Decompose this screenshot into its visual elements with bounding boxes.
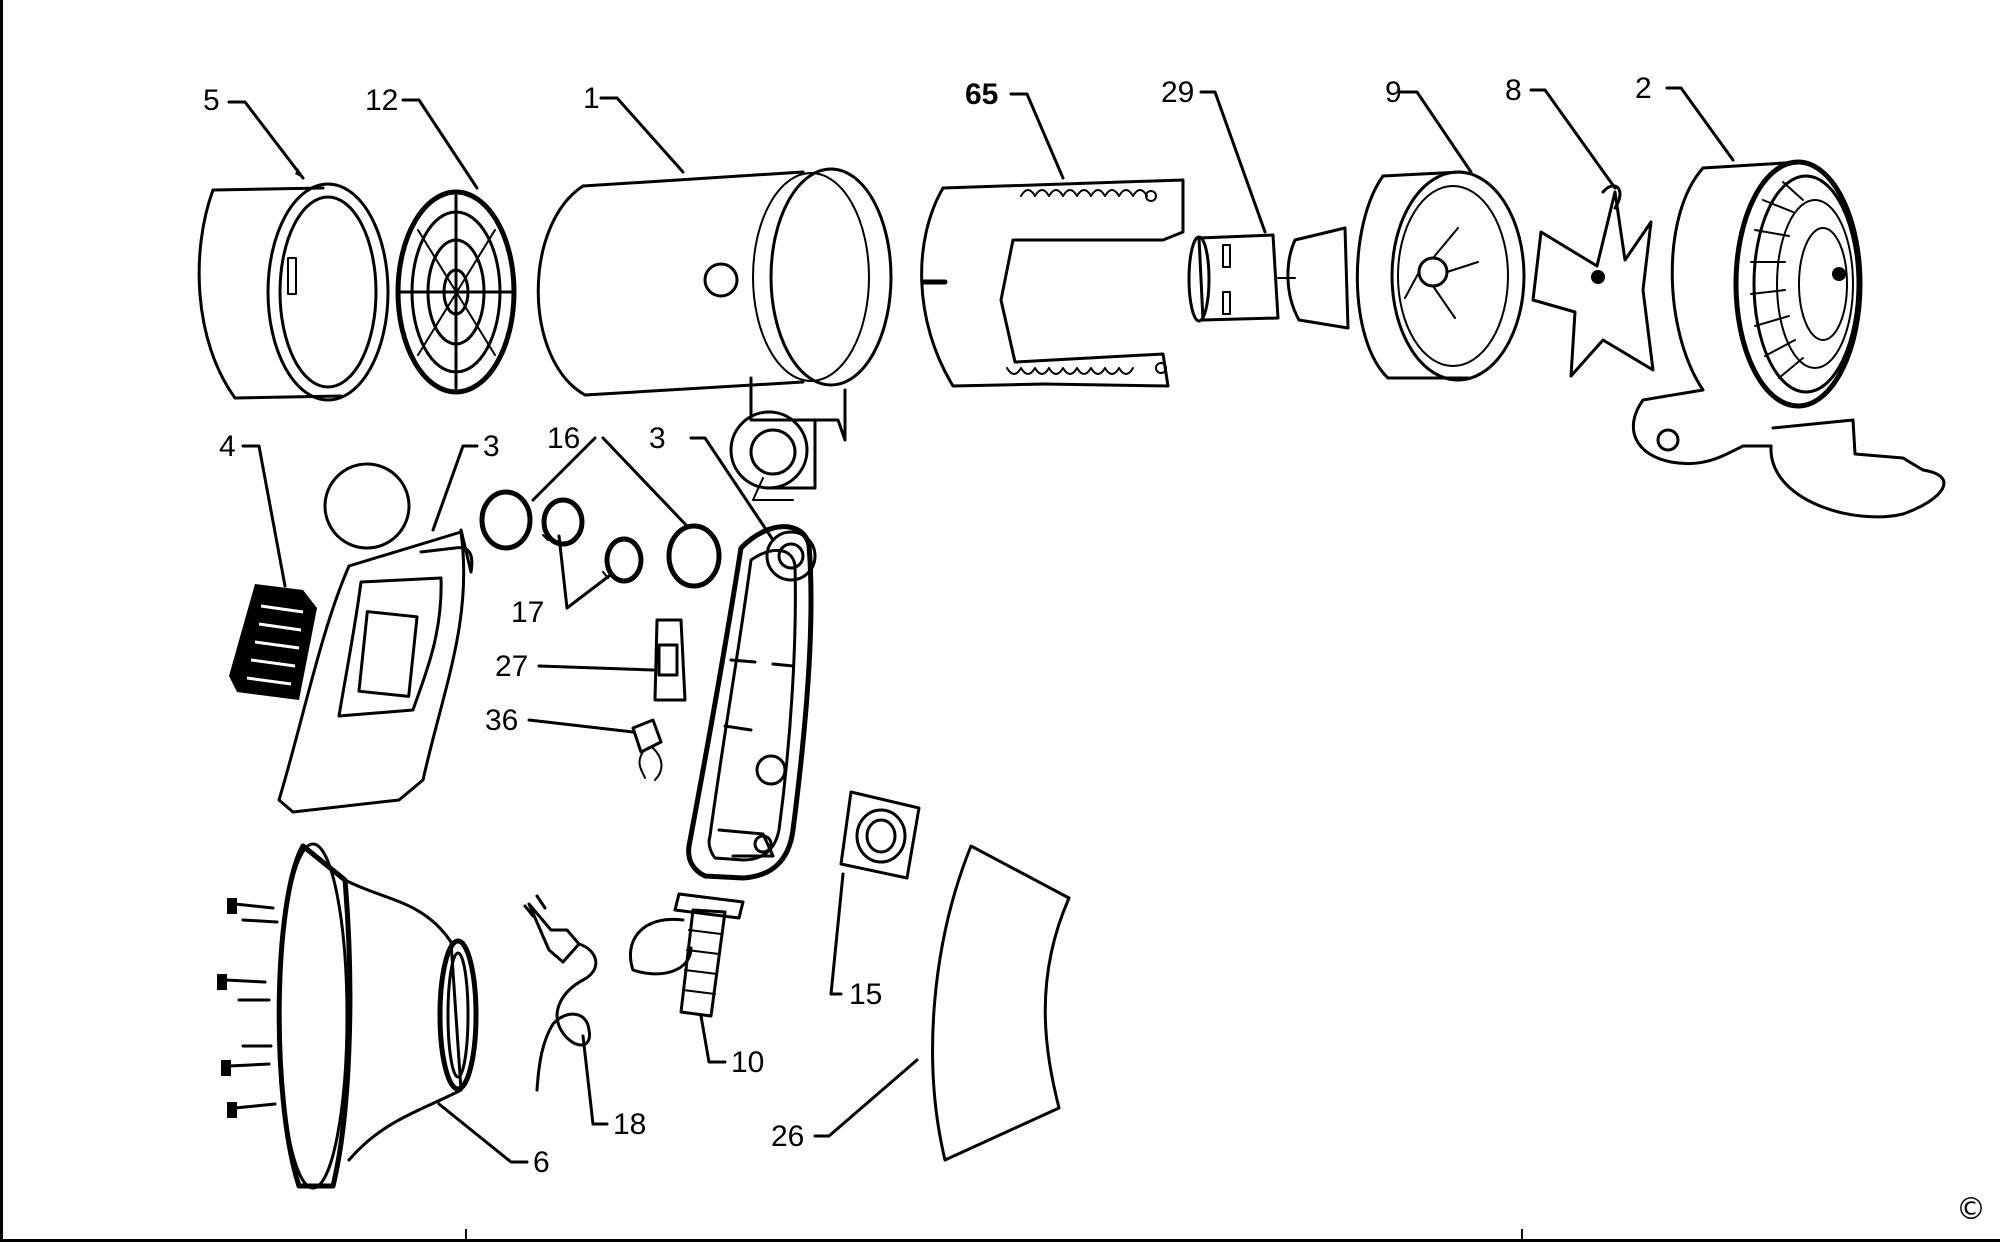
- label-part-26: 26: [771, 1120, 804, 1153]
- label-part-8: 8: [1505, 74, 1522, 107]
- label-part-10: 10: [731, 1046, 764, 1079]
- part-12-grille: [395, 189, 517, 395]
- label-part-18: 18: [613, 1108, 646, 1141]
- label-part-2: 2: [1635, 72, 1652, 105]
- label-part-16: 16: [547, 422, 580, 455]
- part-18-power-cord: [523, 894, 598, 1092]
- part-labels: 5 12 1 65 29 9 8 2 4 3 16 3 17 27 36 15 …: [203, 72, 1652, 1179]
- part-2-rear-cover: [1631, 159, 1946, 519]
- label-part-65: 65: [965, 78, 998, 111]
- label-part-3-handle: 3: [649, 422, 666, 455]
- part-9-fan-housing: [1355, 170, 1526, 382]
- label-part-1: 1: [583, 82, 600, 115]
- part-29-motor: [1187, 226, 1350, 330]
- label-part-5: 5: [203, 84, 220, 117]
- label-part-27: 27: [495, 650, 528, 683]
- label-part-17: 17: [511, 596, 544, 629]
- footer-divider-left: [465, 1229, 467, 1239]
- part-65-heater: [920, 178, 1185, 388]
- part-27-switch: [653, 618, 687, 702]
- exploded-parts-diagram: 5 12 1 65 29 9 8 2 4 3 16 3 17 27 36 15 …: [197, 72, 1946, 1190]
- label-part-15: 15: [849, 978, 882, 1011]
- label-part-4: 4: [219, 430, 236, 463]
- leader-lines: [227, 86, 1735, 1164]
- label-part-12: 12: [365, 84, 398, 117]
- part-10-cord-protector: [628, 892, 745, 1018]
- part-26-label: [931, 844, 1071, 1162]
- part-36-thermostat: [631, 718, 663, 781]
- part-3-handle-half: [686, 524, 817, 881]
- footer-divider-right: [1521, 1229, 1523, 1239]
- part-15-grommet: [839, 790, 921, 880]
- copyright-mark: ©: [1956, 1192, 1986, 1227]
- part-5-nozzle: [197, 182, 390, 402]
- part-8-impeller: [1531, 184, 1655, 378]
- label-part-3-panel: 3: [483, 430, 500, 463]
- part-16-17-rings: [479, 489, 722, 589]
- part-6-diffuser: [217, 842, 479, 1190]
- part-4-knob: [229, 584, 317, 700]
- part-1-barrel: [536, 167, 893, 501]
- label-part-6: 6: [533, 1146, 550, 1179]
- label-part-29: 29: [1161, 76, 1194, 109]
- part-3-side-panel: [277, 462, 474, 814]
- label-part-9: 9: [1385, 76, 1402, 109]
- label-part-36: 36: [485, 704, 518, 737]
